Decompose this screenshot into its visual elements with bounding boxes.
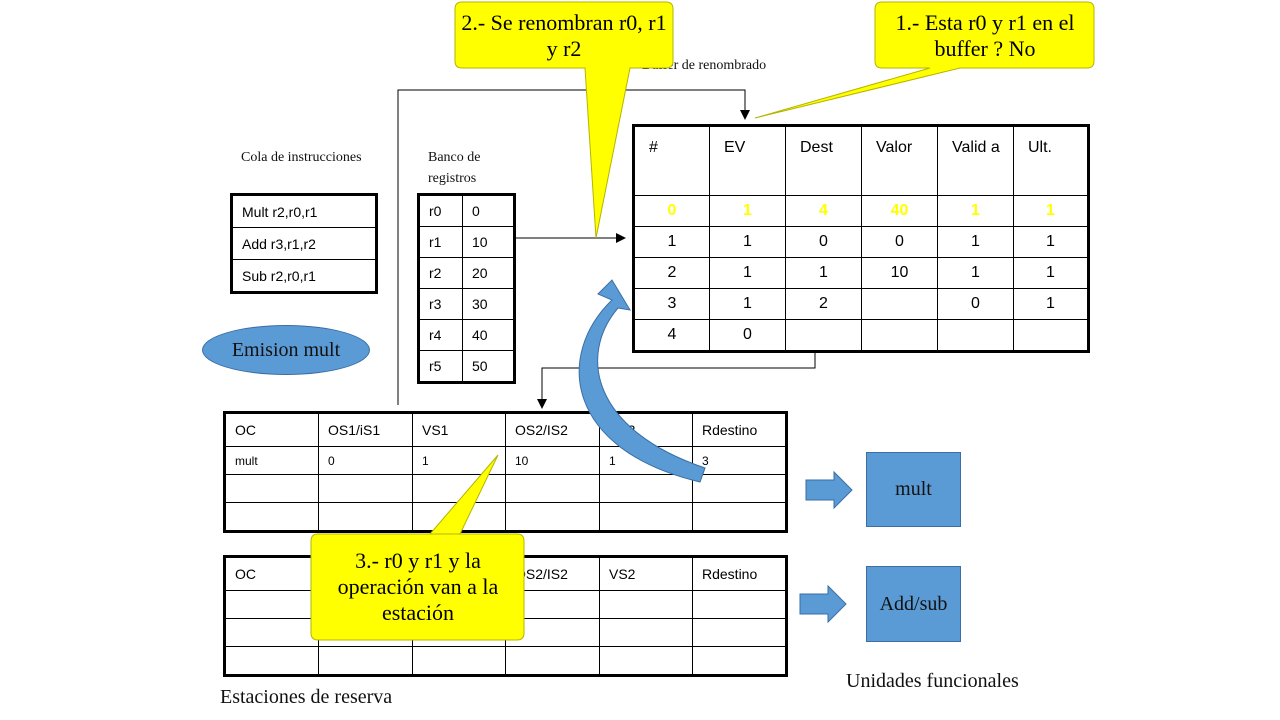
station-header: Rdestino	[692, 556, 787, 591]
register-name: r0	[418, 194, 463, 227]
station-cell: mult	[224, 446, 319, 475]
rename-row: 3 1 2 0 1	[633, 288, 1089, 320]
station-header: OS1/iS1	[318, 412, 413, 447]
register-value: 10	[462, 226, 515, 258]
station-header: VS1	[412, 412, 506, 447]
station-cell: 3	[692, 446, 787, 475]
rename-cell: 1	[709, 288, 786, 320]
rename-cell: 1	[1013, 226, 1089, 258]
callout-station-text: 3.- r0 y r1 y la operación van a la esta…	[337, 548, 499, 625]
rename-cell: 3	[633, 288, 710, 320]
rename-header: Valor	[861, 125, 938, 196]
instruction-queue: Mult r2,r0,r1 Add r3,r1,r2 Sub r2,r0,r1	[230, 193, 378, 294]
emission-ellipse: Emision mult	[202, 325, 370, 375]
callout-buffer-check	[754, 1, 1095, 119]
station-header-row: OC OS1/iS1 VS1 OS2/IS2 VS2 Rdestino	[224, 412, 787, 447]
rename-cell: 0	[785, 226, 862, 258]
rename-cell: 1	[1013, 195, 1089, 227]
rename-cell	[861, 319, 938, 352]
station-header: OC	[224, 556, 319, 591]
functional-title: Unidades funcionales	[846, 670, 1019, 692]
register-value: 30	[462, 288, 515, 320]
station-header: VS2	[599, 556, 693, 591]
queue-to-buffer-line	[397, 89, 750, 405]
reservation-station-mult: OC OS1/iS1 VS1 OS2/IS2 VS2 Rdestino mult…	[223, 411, 788, 533]
regbank-title: Banco de registros	[428, 150, 481, 186]
register-value: 40	[462, 319, 515, 351]
unit-addsub: Add/sub	[866, 566, 961, 642]
rename-cell: 40	[861, 195, 938, 227]
rename-row-highlight: 0 1 4 40 1 1	[633, 195, 1089, 227]
station-row	[224, 474, 787, 503]
rename-cell: 1	[709, 195, 786, 227]
callout-buffer-check-text: 1.- Esta r0 y r1 en el buffer ? No	[895, 10, 1075, 61]
rename-cell: 1	[937, 226, 1014, 258]
rename-header: Valid a	[937, 125, 1014, 196]
callout-rename	[454, 1, 674, 239]
rename-row: 1 1 0 0 1 1	[633, 226, 1089, 258]
queue-item: Sub r2,r0,r1	[231, 259, 377, 293]
callout-rename-text: 2.- Se renombran r0, r1 y r2	[461, 10, 667, 61]
queue-title: Cola de instrucciones	[241, 150, 362, 165]
rename-cell: 2	[633, 257, 710, 289]
rename-cell: 0	[709, 319, 786, 352]
queue-item: Mult r2,r0,r1	[231, 194, 377, 228]
arrow-to-addsub	[799, 584, 847, 624]
rename-buffer: # EV Dest Valor Valid a Ult. 0 1 4 40 1 …	[632, 124, 1090, 353]
register-value: 20	[462, 257, 515, 289]
station-header: OS2/IS2	[505, 412, 600, 447]
rename-cell: 1	[937, 195, 1014, 227]
station-cell: 10	[505, 446, 600, 475]
rename-row: 4 0	[633, 319, 1089, 352]
queue-item-text: Mult r2,r0,r1	[231, 194, 377, 228]
rename-cell: 1	[709, 257, 786, 289]
rename-header: EV	[709, 125, 786, 196]
buffer-to-station-line	[537, 352, 816, 409]
queue-item-text: Sub r2,r0,r1	[231, 259, 377, 293]
station-row	[224, 646, 787, 676]
rename-cell: 0	[633, 195, 710, 227]
register-name: r2	[418, 257, 463, 289]
reservation-title: Estaciones de reserva	[220, 686, 393, 708]
arrow-to-mult	[805, 470, 853, 510]
callout-station	[310, 454, 525, 641]
rename-header-row: # EV Dest Valor Valid a Ult.	[633, 125, 1089, 196]
register-value: 50	[462, 350, 515, 383]
unit-mult: mult	[866, 452, 961, 527]
curved-return-arrow	[578, 279, 706, 483]
rename-cell	[937, 319, 1014, 352]
rename-cell	[1013, 319, 1089, 352]
